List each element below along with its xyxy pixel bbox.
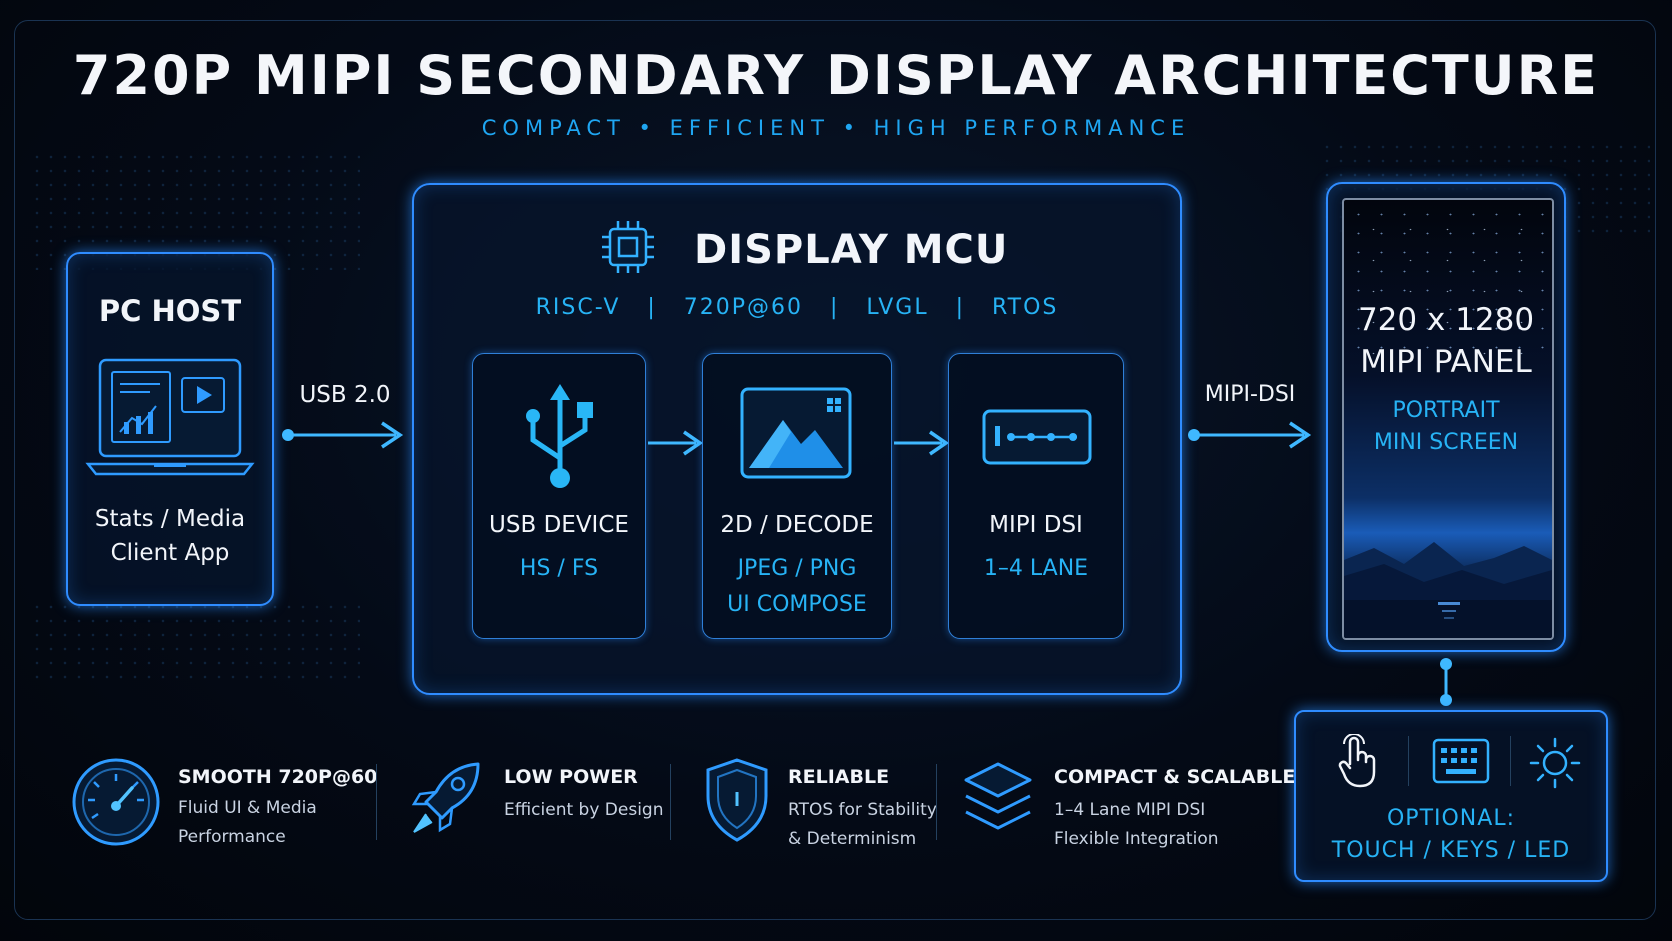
mountain-landscape (1344, 542, 1552, 638)
shield-icon (706, 758, 768, 842)
mipi-link-label: MIPI-DSI (1204, 382, 1296, 407)
feature-title: COMPACT & SCALABLE (1054, 766, 1296, 788)
decode-title: 2D / DECODE (720, 512, 874, 538)
image-icon (740, 387, 852, 479)
decode-sub1: JPEG / PNG (737, 556, 857, 581)
feature-title: RELIABLE (788, 766, 890, 788)
feature-desc: Efficient by Design (504, 800, 664, 820)
panel-type: MINI SCREEN (1373, 430, 1519, 455)
feature-desc: Fluid UI & Media (178, 798, 317, 818)
gauge-icon (72, 758, 160, 846)
feature-desc: RTOS for Stability (788, 800, 937, 820)
internal-arrow (894, 430, 950, 456)
pc-host-title: PC HOST (98, 294, 242, 328)
feature-title: LOW POWER (504, 766, 638, 788)
divider (670, 764, 671, 840)
pc-host-line2: Client App (110, 540, 230, 566)
chip-icon (602, 221, 654, 273)
usb-link-label: USB 2.0 (299, 382, 391, 408)
optional-connector (1440, 658, 1452, 706)
pc-host-box: PC HOST Stats / Media Client App (66, 252, 274, 606)
sun-icon (1529, 737, 1581, 789)
pc-host-line1: Stats / Media (94, 506, 246, 532)
mcu-title: DISPLAY MCU (694, 227, 1009, 273)
laptop-icon (85, 358, 255, 476)
feature-desc: & Determinism (788, 829, 917, 849)
touch-icon (1338, 734, 1376, 788)
divider (376, 764, 377, 840)
feature-desc: Flexible Integration (1054, 829, 1219, 849)
optional-label: OPTIONAL: (1386, 806, 1515, 831)
internal-arrow (648, 430, 704, 456)
keyboard-icon (1432, 738, 1490, 784)
feature-desc: 1–4 Lane MIPI DSI (1054, 800, 1206, 820)
star-field (1344, 200, 1552, 360)
optional-items: TOUCH / KEYS / LED (1331, 838, 1571, 863)
mipi-dsi-title: MIPI DSI (989, 512, 1083, 538)
panel-orientation: PORTRAIT (1392, 398, 1500, 423)
mipi-dsi-block: MIPI DSI 1–4 LANE (948, 353, 1124, 639)
dot-pattern (30, 600, 360, 680)
rocket-icon (411, 762, 480, 833)
page-subtitle: COMPACT • EFFICIENT • HIGH PERFORMANCE (481, 116, 1191, 140)
optional-peripherals-box: OPTIONAL: TOUCH / KEYS / LED (1294, 710, 1608, 882)
feature-title: SMOOTH 720P@60 (178, 766, 378, 788)
usb-link-arrow (282, 421, 404, 449)
panel-resolution: 720 x 1280 (1357, 302, 1535, 338)
panel-screen (1342, 198, 1554, 640)
divider (936, 764, 937, 840)
mipi-link-arrow (1188, 421, 1312, 449)
page-title: 720P MIPI SECONDARY DISPLAY ARCHITECTURE (72, 44, 1600, 107)
layers-icon (964, 762, 1032, 830)
outer-frame (14, 20, 1656, 920)
dot-pattern (30, 150, 360, 270)
display-mcu-box: DISPLAY MCU RISC-V | 720P@60 | LVGL | RT… (412, 183, 1182, 695)
usb-device-sub: HS / FS (519, 556, 599, 581)
usb-device-block: USB DEVICE HS / FS (472, 353, 646, 639)
usb-icon (526, 384, 593, 488)
mcu-specs: RISC-V | 720P@60 | LVGL | RTOS (535, 295, 1059, 320)
decode-block: 2D / DECODE JPEG / PNG UI COMPOSE (702, 353, 892, 639)
mipi-panel-box: 720 x 1280 MIPI PANEL PORTRAIT MINI SCRE… (1326, 182, 1566, 652)
mipi-dsi-sub: 1–4 LANE (983, 556, 1089, 581)
usb-device-title: USB DEVICE (489, 512, 629, 538)
feature-desc: Performance (178, 827, 286, 847)
divider (1408, 736, 1409, 786)
decode-sub2: UI COMPOSE (727, 592, 867, 617)
panel-name: MIPI PANEL (1360, 344, 1532, 380)
divider (1510, 736, 1511, 786)
connector-icon (982, 409, 1092, 465)
